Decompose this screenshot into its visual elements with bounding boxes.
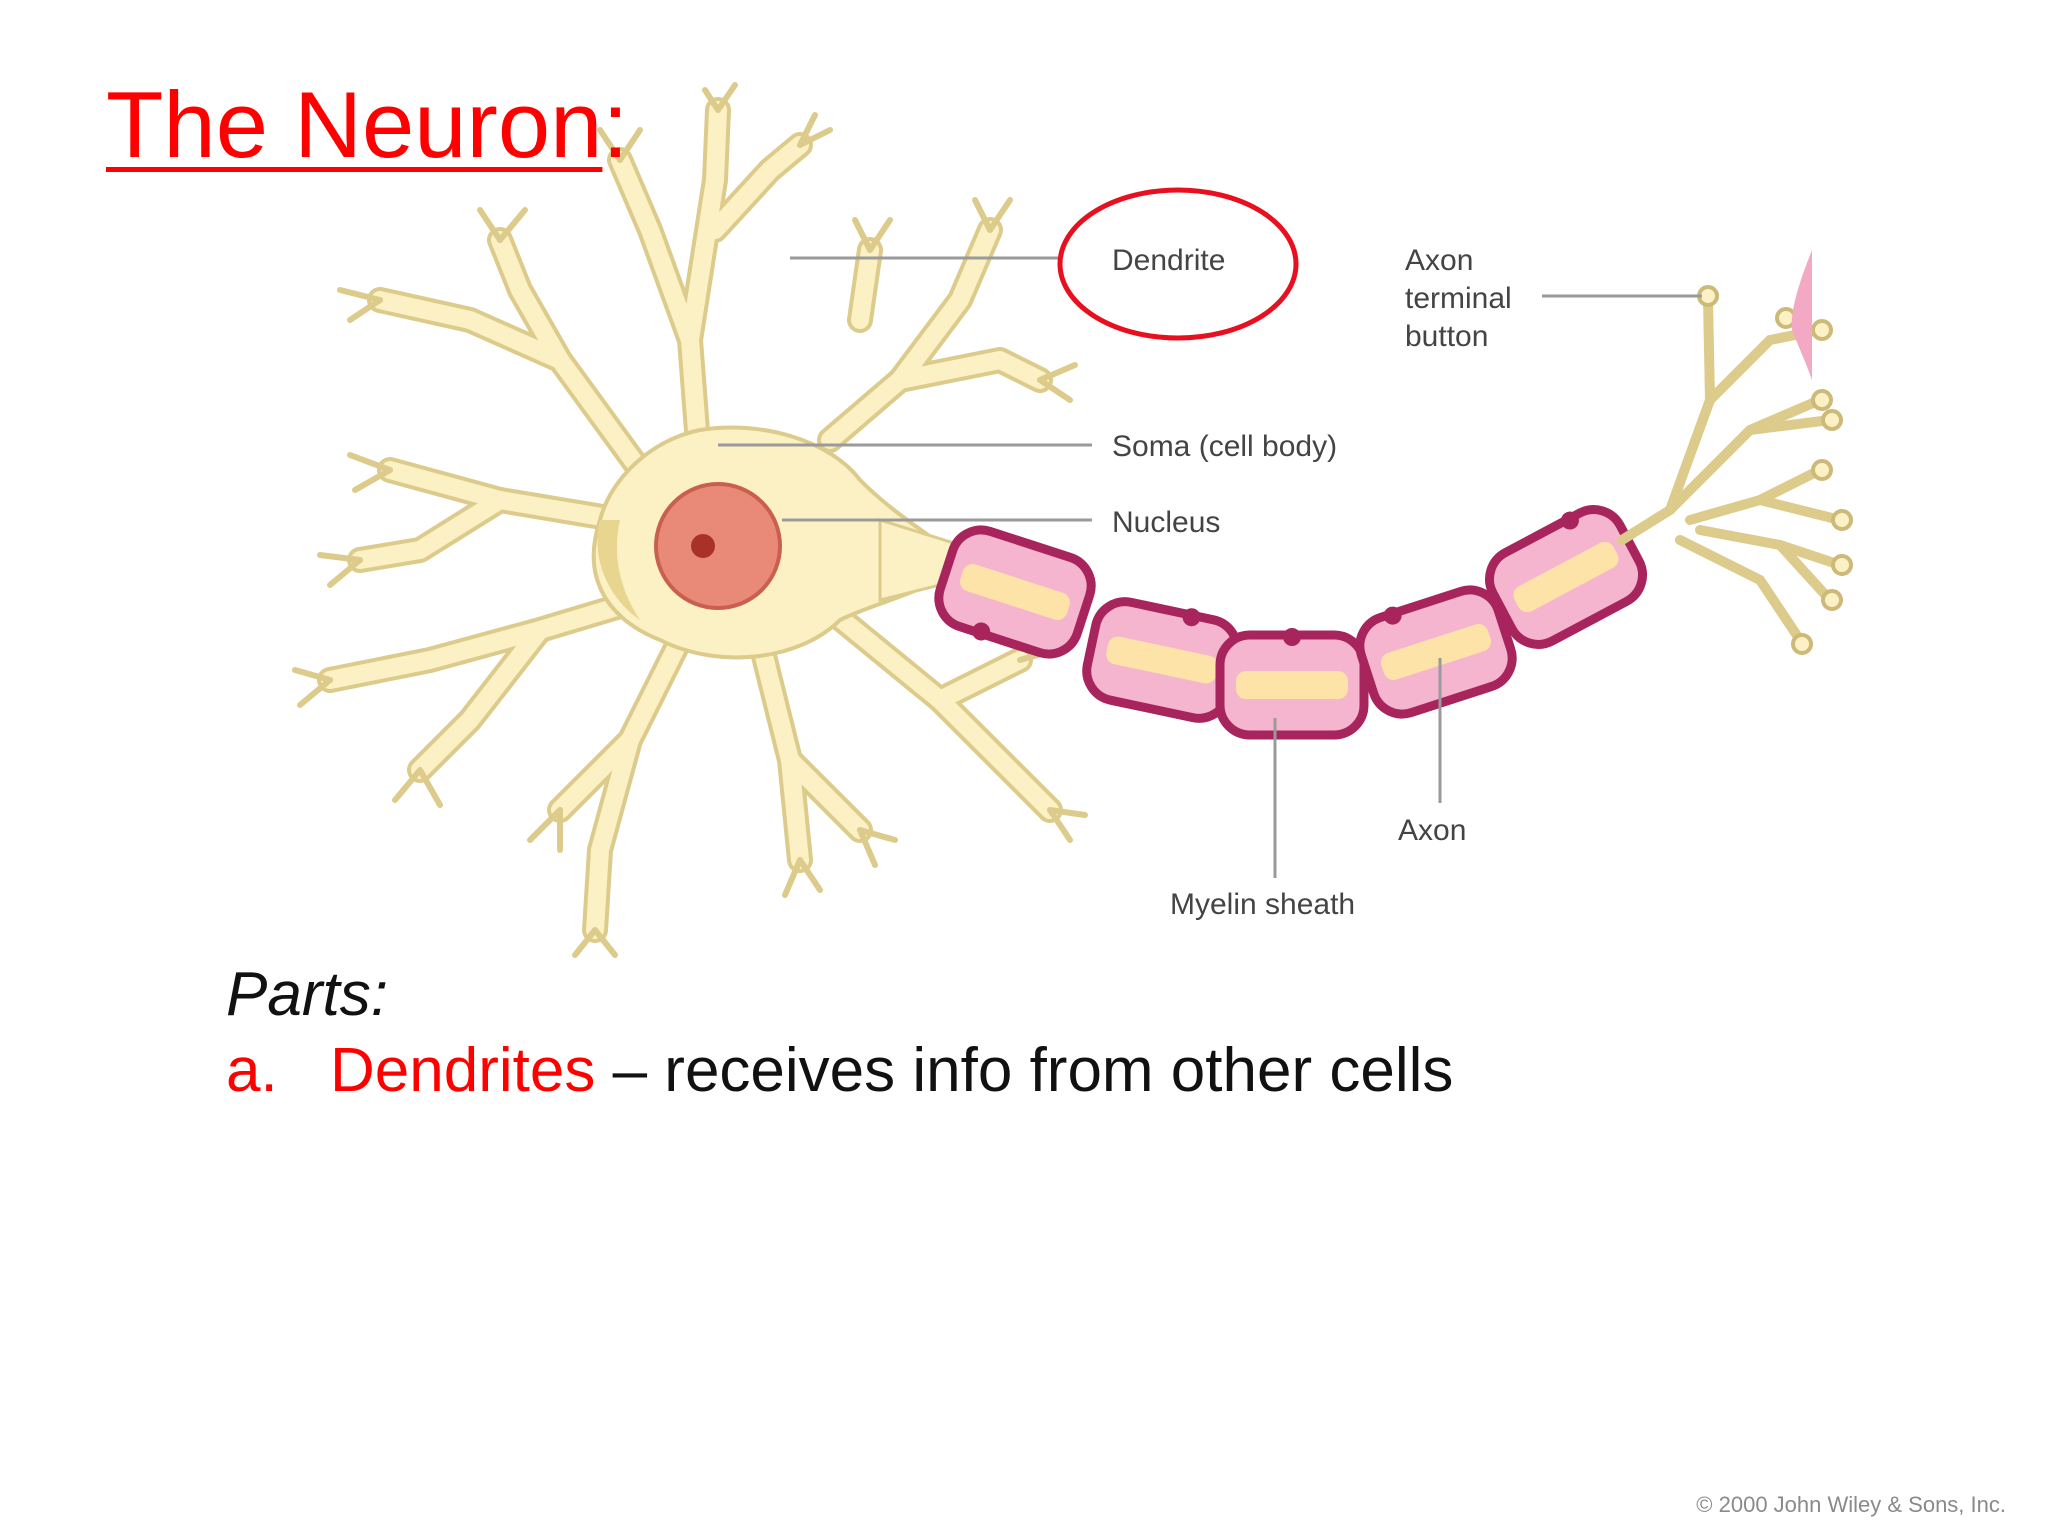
- slide-title-colon: :: [602, 72, 628, 177]
- label-myelin-sheath: Myelin sheath: [1170, 888, 1355, 921]
- nucleolus: [691, 534, 715, 558]
- parts-item-marker: a.: [226, 1034, 330, 1108]
- parts-heading: Parts:: [226, 958, 1453, 1032]
- copyright-notice: © 2000 John Wiley & Sons, Inc.: [1696, 1492, 2006, 1518]
- parts-item-a: a.Dendrites – receives info from other c…: [226, 1034, 1453, 1108]
- label-axon-terminal-2: terminal: [1405, 282, 1512, 315]
- label-soma: Soma (cell body): [1112, 430, 1337, 463]
- label-axon: Axon: [1398, 814, 1466, 847]
- slide-title: The Neuron:: [106, 78, 629, 172]
- slide-title-text: The Neuron: [106, 72, 602, 177]
- label-dendrite: Dendrite: [1112, 244, 1225, 277]
- nucleus-shape: [656, 484, 780, 608]
- target-cell: [1792, 250, 1812, 380]
- label-axon-terminal-1: Axon: [1405, 244, 1473, 277]
- parts-item-term: Dendrites: [330, 1036, 595, 1105]
- parts-list: Parts: a.Dendrites – receives info from …: [226, 958, 1453, 1109]
- parts-item-description: – receives info from other cells: [595, 1036, 1453, 1105]
- myelin-segments: [929, 493, 1653, 735]
- label-axon-terminal-3: button: [1405, 320, 1488, 353]
- label-nucleus: Nucleus: [1112, 506, 1220, 539]
